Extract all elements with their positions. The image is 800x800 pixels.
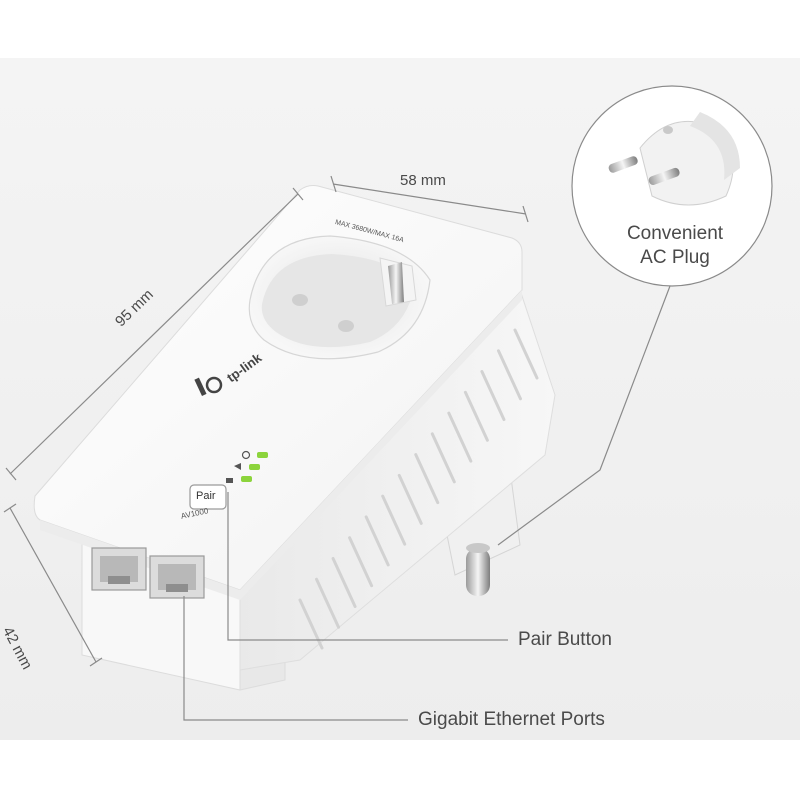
tp-link-logo — [194, 376, 223, 397]
dimension-lines — [3, 175, 529, 667]
vent-slot — [348, 536, 374, 588]
vent-slot — [430, 432, 456, 484]
plug-callout-line1: Convenient — [626, 223, 724, 244]
top-band — [0, 0, 800, 58]
power-icon — [241, 450, 251, 460]
vent-slots — [298, 328, 539, 650]
vent-slot — [513, 328, 539, 380]
powerline-adapter — [33, 185, 556, 691]
plug-callout-line2: AC Plug — [640, 247, 710, 268]
vent-slot — [480, 370, 506, 422]
ethernet-port-2 — [149, 555, 205, 599]
socket-outlet — [248, 235, 431, 360]
plug-detail-circle — [571, 85, 773, 287]
vent-slot — [463, 390, 489, 442]
powerline-led — [249, 464, 260, 470]
pair-button[interactable] — [189, 484, 227, 510]
power-led — [257, 452, 268, 458]
ethernet-port-1 — [91, 547, 147, 591]
vent-slot — [364, 515, 390, 567]
vent-slot — [414, 453, 440, 505]
powerline-icon — [234, 463, 241, 470]
ethernet-icon — [226, 478, 233, 483]
vent-slot — [331, 556, 357, 608]
vent-slot — [447, 411, 473, 463]
pair-button-callout: Pair Button — [518, 629, 612, 650]
vent-slot — [496, 349, 522, 401]
width-dimension-label: 58 mm — [400, 172, 446, 189]
vent-slot — [397, 473, 423, 525]
callout-lines — [183, 285, 671, 721]
pair-button-label: Pair — [196, 490, 216, 502]
ethernet-ports-callout: Gigabit Ethernet Ports — [418, 709, 605, 730]
vent-slot — [381, 494, 407, 546]
bottom-band — [0, 740, 800, 800]
ethernet-led — [241, 476, 252, 482]
vent-slot — [315, 577, 341, 629]
